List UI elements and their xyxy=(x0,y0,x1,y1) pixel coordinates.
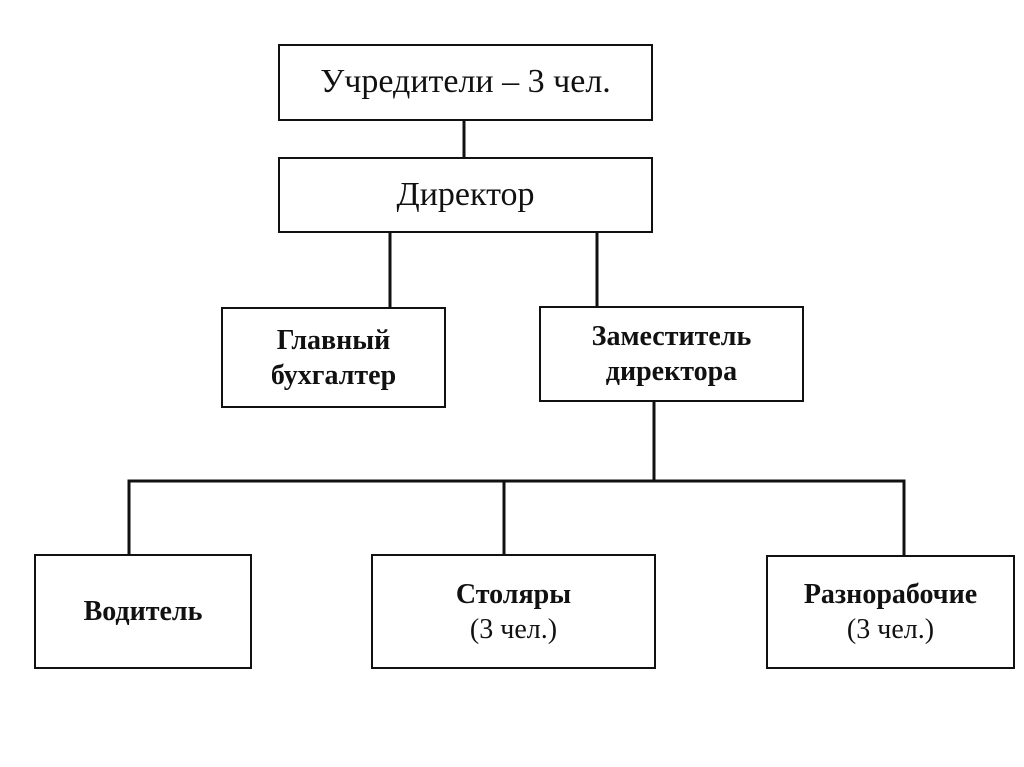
chief-accountant-label-line2: бухгалтер xyxy=(270,359,397,391)
carpenters-box: Столяры (3 чел.) xyxy=(371,554,656,669)
chief-accountant-box: Главный бухгалтер xyxy=(221,307,446,408)
driver-label: Водитель xyxy=(83,596,203,627)
driver-box: Водитель xyxy=(34,554,252,669)
deputy-director-box: Заместитель директора xyxy=(539,306,804,402)
carpenters-count: (3 чел.) xyxy=(469,613,558,645)
founders-box: Учредители – 3 чел. xyxy=(278,44,653,121)
chief-accountant-label-line1: Главный xyxy=(276,324,391,356)
deputy-director-label-line1: Заместитель xyxy=(591,321,752,352)
director-label: Директор xyxy=(396,175,535,213)
laborers-box: Разнорабочие (3 чел.) xyxy=(766,555,1015,669)
deputy-director-label-line2: директора xyxy=(605,356,738,387)
director-box: Директор xyxy=(278,157,653,233)
laborers-label: Разнорабочие xyxy=(803,579,978,610)
founders-label: Учредители – 3 чел. xyxy=(320,63,611,101)
carpenters-label: Столяры xyxy=(455,578,572,610)
laborers-count: (3 чел.) xyxy=(846,614,935,645)
